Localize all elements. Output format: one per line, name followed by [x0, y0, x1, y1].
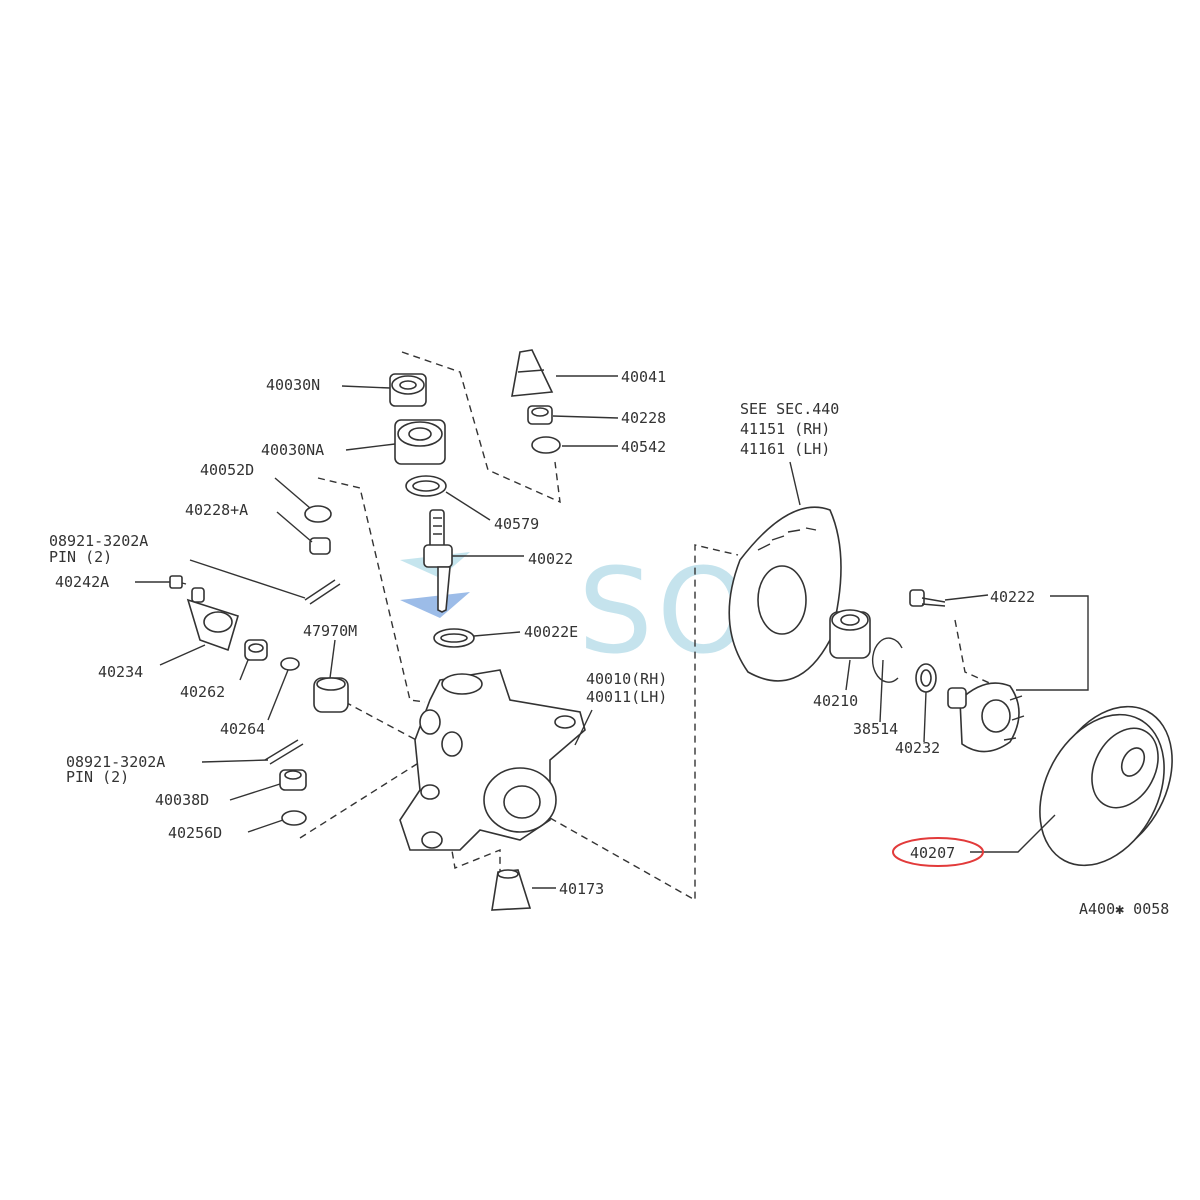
label-see-sec-440: SEE SEC.440: [740, 400, 839, 418]
part-washer-40542: [531, 436, 561, 454]
part-washer-40264: [280, 657, 300, 671]
label-40222: 40222: [990, 588, 1035, 606]
part-nut-40038D-hole: [284, 770, 302, 780]
part-washer-40256D: [281, 810, 307, 826]
label-47970M: 47970M: [303, 622, 357, 640]
part-nut-40262-hole: [248, 643, 264, 653]
label-40038D: 40038D: [155, 791, 209, 809]
label-41161: 41161 (LH): [740, 440, 830, 458]
part-seal-47970M-top: [316, 677, 346, 691]
leader-lines: [135, 375, 1089, 889]
part-labels: 40030N 40030NA 40052D 40228+A 08921-3202…: [49, 368, 1169, 918]
part-washer-40022E-inner: [440, 633, 468, 643]
part-bearing-40210: [829, 609, 871, 659]
part-snap-ring-38514: [872, 637, 903, 683]
label-pin-lower: PIN (2): [66, 768, 129, 786]
label-40228: 40228: [621, 409, 666, 427]
part-bearing-40030NA: [394, 419, 446, 465]
guide-line-upper-bearing: [401, 351, 561, 504]
label-40011: 40011(LH): [586, 688, 667, 706]
part-nut-40228A: [309, 537, 331, 555]
part-bolt-40242A: [169, 575, 183, 589]
guide-line-upper-left: [317, 477, 426, 703]
label-40210: 40210: [813, 692, 858, 710]
label-40022E: 40022E: [524, 623, 578, 641]
guide-line-hub: [549, 544, 739, 902]
label-40234: 40234: [98, 663, 143, 681]
label-pin-upper: PIN (2): [49, 548, 112, 566]
part-bushing-40173-top: [497, 869, 519, 879]
label-40232: 40232: [895, 739, 940, 757]
label-40022: 40022: [528, 550, 573, 568]
part-seal-40579-inner: [412, 480, 440, 492]
label-40542: 40542: [621, 438, 666, 456]
guide-line-seal: [344, 701, 421, 743]
label-40207: 40207: [910, 844, 955, 862]
label-41151: 41151 (RH): [740, 420, 830, 438]
part-bearing-40030N: [389, 373, 427, 407]
watermark-logo-stripe-icon: [400, 592, 470, 618]
drawing-number: A400✱ 0058: [1079, 900, 1169, 918]
part-dust-shield-41151: [728, 506, 842, 682]
label-40228A: 40228+A: [185, 501, 248, 519]
label-40030NA: 40030NA: [261, 441, 324, 459]
label-40030N: 40030N: [266, 376, 320, 394]
part-pin-lower: [264, 739, 304, 765]
part-nut-40228-hole: [531, 407, 549, 417]
part-disc-rotor-40207: [1039, 705, 1173, 867]
label-40010: 40010(RH): [586, 670, 667, 688]
assembly-guide-lines: [299, 351, 1006, 902]
part-boot-40041-rib: [517, 369, 545, 373]
part-hub-bolt-40222: [909, 589, 946, 607]
part-pin-upper: [304, 579, 341, 605]
highlight-ring-40207: [892, 837, 984, 867]
label-40173: 40173: [559, 880, 604, 898]
label-38514: 38514: [853, 720, 898, 738]
part-hub-assembly: [947, 682, 1025, 753]
label-40256D: 40256D: [168, 824, 222, 842]
guide-line-bolt: [954, 619, 1006, 691]
guide-line-lower-bushing: [447, 827, 501, 878]
part-ball-joint-40234: [186, 587, 239, 652]
label-40052D: 40052D: [200, 461, 254, 479]
part-knuckle-40010: [399, 669, 586, 851]
label-40264: 40264: [220, 720, 265, 738]
part-ball-joint-40022: [423, 509, 453, 613]
part-washer-40052D: [304, 505, 332, 523]
label-40242A: 40242A: [55, 573, 109, 591]
part-boot-40041: [511, 349, 554, 397]
label-40041: 40041: [621, 368, 666, 386]
label-40262: 40262: [180, 683, 225, 701]
label-40579: 40579: [494, 515, 539, 533]
label-08921-lower: 08921-3202A: [66, 753, 165, 771]
label-08921-upper: 08921-3202A: [49, 532, 148, 550]
part-spacer-40232-inner: [920, 669, 932, 687]
